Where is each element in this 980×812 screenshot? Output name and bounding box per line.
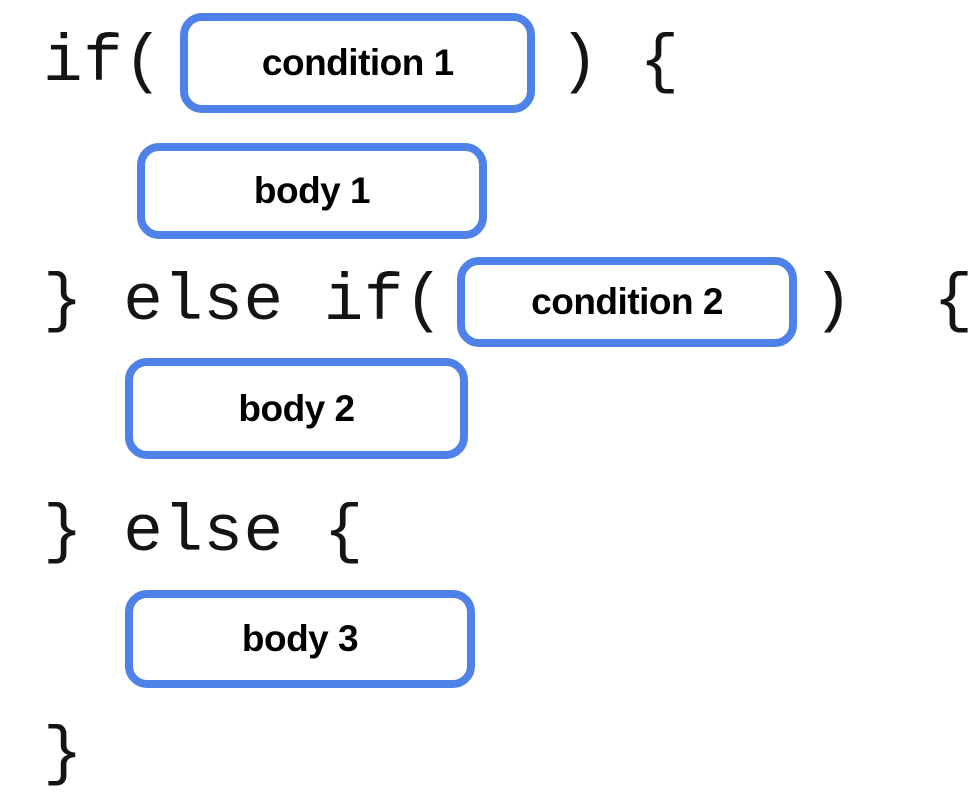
- code-token-closing-brace: }: [43, 717, 84, 792]
- code-line-closing-brace: }: [43, 715, 83, 795]
- condition-2-slot: condition 2: [457, 257, 798, 347]
- condition-2-label: condition 2: [531, 281, 723, 322]
- body-2-label: body 2: [238, 387, 355, 429]
- code-line-else-if: } else if( condition 2 ) {: [43, 256, 974, 348]
- body-1-slot: body 1: [137, 143, 487, 239]
- code-token-if-open: if(: [43, 24, 164, 100]
- body-2-slot: body 2: [125, 358, 468, 459]
- body-1-label: body 1: [253, 170, 371, 211]
- code-token-close-paren-open-brace: ) {: [559, 24, 680, 100]
- code-token-else: } else {: [43, 495, 364, 570]
- code-line-body-1: body 1: [137, 143, 487, 239]
- condition-1-slot: condition 1: [180, 12, 536, 113]
- code-line-else: } else {: [43, 498, 364, 568]
- body-3-slot: body 3: [125, 590, 475, 688]
- code-line-body-3: body 3: [125, 590, 475, 688]
- condition-1-label: condition 1: [261, 41, 454, 83]
- code-line-if: if( condition 1 ) {: [43, 10, 680, 115]
- body-3-label: body 3: [241, 618, 359, 659]
- code-line-body-2: body 2: [125, 358, 468, 459]
- code-token-close-paren-open-brace-2: ) {: [813, 264, 974, 339]
- code-token-else-if-open: } else if(: [43, 264, 445, 339]
